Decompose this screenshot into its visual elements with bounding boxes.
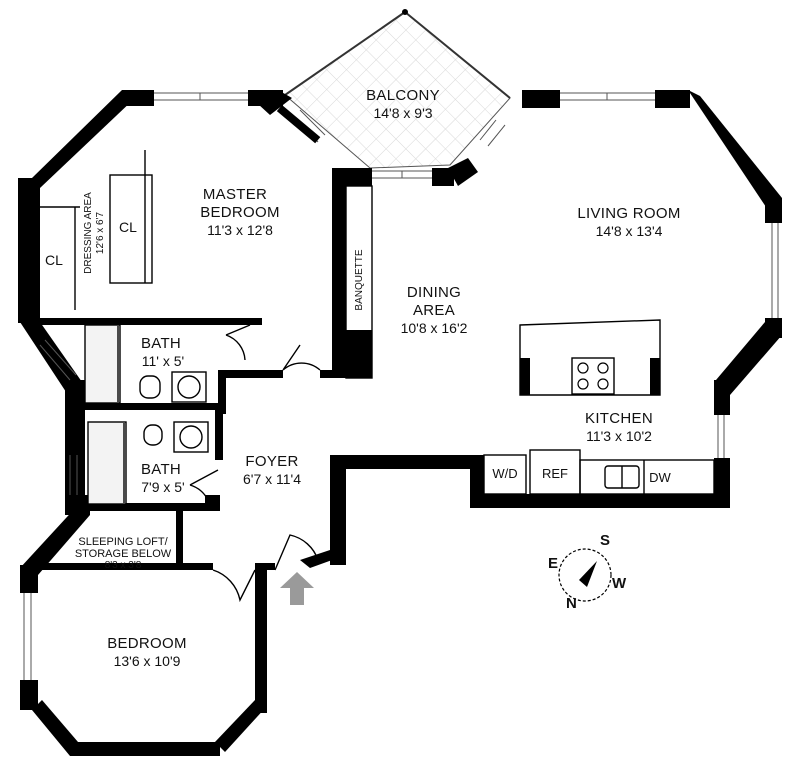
- dressing-area-label: DRESSING AREA: [83, 192, 94, 274]
- bath2-name: BATH: [141, 461, 181, 478]
- compass-s: S: [600, 532, 610, 549]
- master-name-1: MASTER: [203, 186, 267, 203]
- bath1-name: BATH: [141, 335, 181, 352]
- compass-icon: [558, 548, 612, 602]
- dressing-area-dims: 12'6 x 6'7: [95, 211, 106, 254]
- loft-line-2: STORAGE BELOW: [75, 548, 172, 560]
- dishwasher-label: DW: [649, 470, 671, 485]
- balcony-name: BALCONY: [366, 87, 440, 104]
- living-dims: 14'8 x 13'4: [596, 223, 663, 239]
- bath2-fixtures: [87, 421, 219, 505]
- dining-name-2: AREA: [413, 302, 455, 319]
- closet-label-left: CL: [45, 252, 63, 268]
- bath1-fixtures: [84, 324, 251, 404]
- living-name: LIVING ROOM: [577, 205, 680, 222]
- compass-w: W: [612, 575, 627, 592]
- bedroom-name: BEDROOM: [107, 635, 187, 652]
- loft-dims: 8'3 x 3'8: [105, 560, 142, 571]
- foyer-dims: 6'7 x 11'4: [243, 471, 301, 487]
- bedroom-dims: 13'6 x 10'9: [114, 653, 181, 669]
- balcony-corner-icon: [402, 9, 408, 15]
- loft-line-1: SLEEPING LOFT/: [78, 536, 168, 548]
- dressing-area-fixtures: [37, 150, 153, 318]
- compass-n: N: [566, 595, 577, 612]
- bath2-dims: 7'9 x 5': [141, 479, 184, 495]
- foyer-name: FOYER: [245, 453, 298, 470]
- kitchen-dims: 11'3 x 10'2: [586, 428, 652, 444]
- compass-e: E: [548, 555, 558, 572]
- closet-label-right: CL: [119, 219, 137, 235]
- dining-name-1: DINING: [407, 284, 461, 301]
- bath1-dims: 11' x 5': [142, 353, 184, 369]
- windows: [23, 92, 779, 680]
- kitchen-counter: [483, 449, 715, 495]
- doors: [212, 344, 321, 603]
- balcony-dims: 14'8 x 9'3: [373, 105, 432, 121]
- master-dims: 11'3 x 12'8: [207, 222, 273, 238]
- kitchen-island: [519, 319, 661, 396]
- interior-walls: [38, 105, 346, 570]
- dining-dims: 10'8 x 16'2: [401, 320, 468, 336]
- banquette: [345, 185, 373, 379]
- master-name-2: BEDROOM: [200, 204, 280, 221]
- banquette-label: BANQUETTE: [354, 249, 365, 310]
- washer-dryer-label: W/D: [492, 466, 517, 481]
- refrigerator-label: REF: [542, 466, 568, 481]
- up-arrow-icon: [280, 572, 314, 605]
- kitchen-name: KITCHEN: [585, 410, 653, 427]
- exterior-walls: [18, 90, 782, 756]
